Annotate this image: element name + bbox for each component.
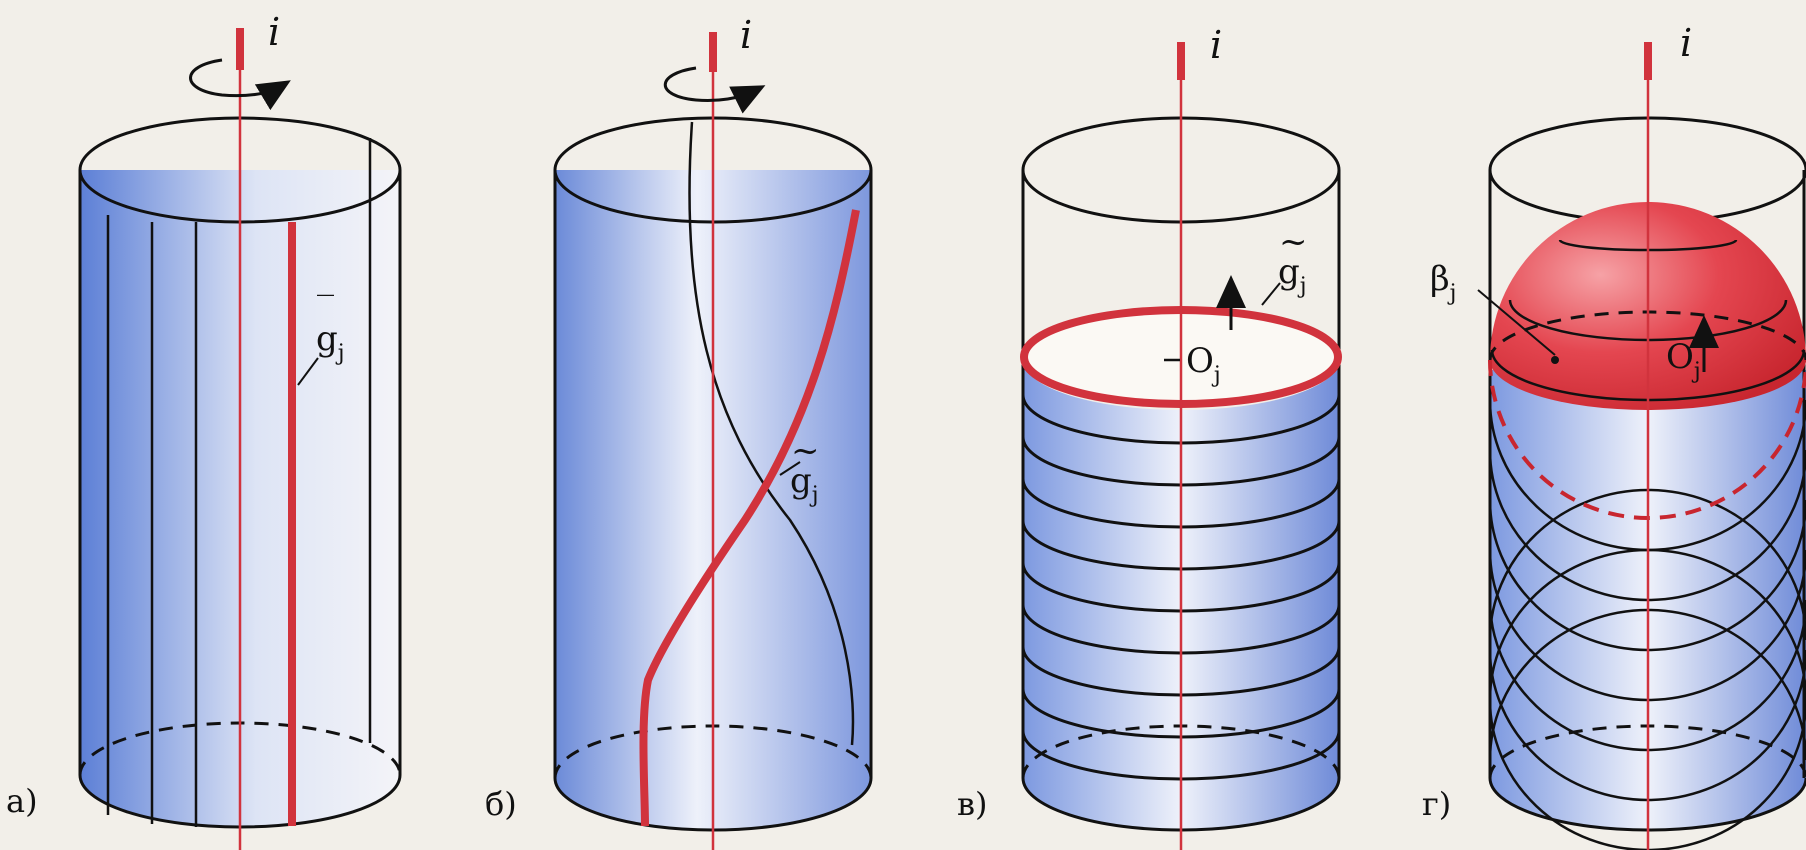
curve-label: gj: [316, 319, 345, 366]
curve-accent: ~: [1279, 222, 1308, 262]
axis-label: i: [1680, 21, 1692, 65]
rotation-arrow-icon: [189, 58, 291, 111]
curve-label: gj: [790, 461, 819, 508]
sphere-leader: [1477, 289, 1556, 356]
panel-label: в): [957, 785, 988, 823]
panel-d: i Oj βj г): [1422, 21, 1806, 850]
helical-curve: [639, 209, 860, 827]
panel-label: a): [6, 782, 38, 820]
back-helix-line: [688, 121, 855, 746]
curve-leader: [297, 357, 319, 386]
curve-leader: [1261, 282, 1281, 306]
circle-section: [1488, 699, 1806, 850]
curve-accent: ~: [791, 431, 820, 471]
panel-c: i Oj gj ~ в): [957, 23, 1342, 850]
panel-b: i gj ~ б): [485, 13, 873, 850]
axis-label: i: [1210, 23, 1222, 67]
axis-label: i: [268, 10, 280, 54]
sphere-point-dot: [1551, 356, 1559, 364]
panel-label: б): [485, 785, 517, 823]
center-label: Oj: [1666, 337, 1701, 384]
axis-label: i: [740, 13, 752, 57]
sphere-label: βj: [1430, 259, 1456, 306]
curve-label: gj: [1278, 252, 1307, 299]
panel-a: i gj ‾ a): [6, 10, 402, 850]
curve-accent: ‾: [317, 289, 334, 329]
center-label: Oj: [1186, 341, 1221, 388]
curve-leader: [779, 461, 801, 476]
panel-label: г): [1422, 785, 1451, 823]
rotation-arrow-icon: [664, 66, 766, 114]
